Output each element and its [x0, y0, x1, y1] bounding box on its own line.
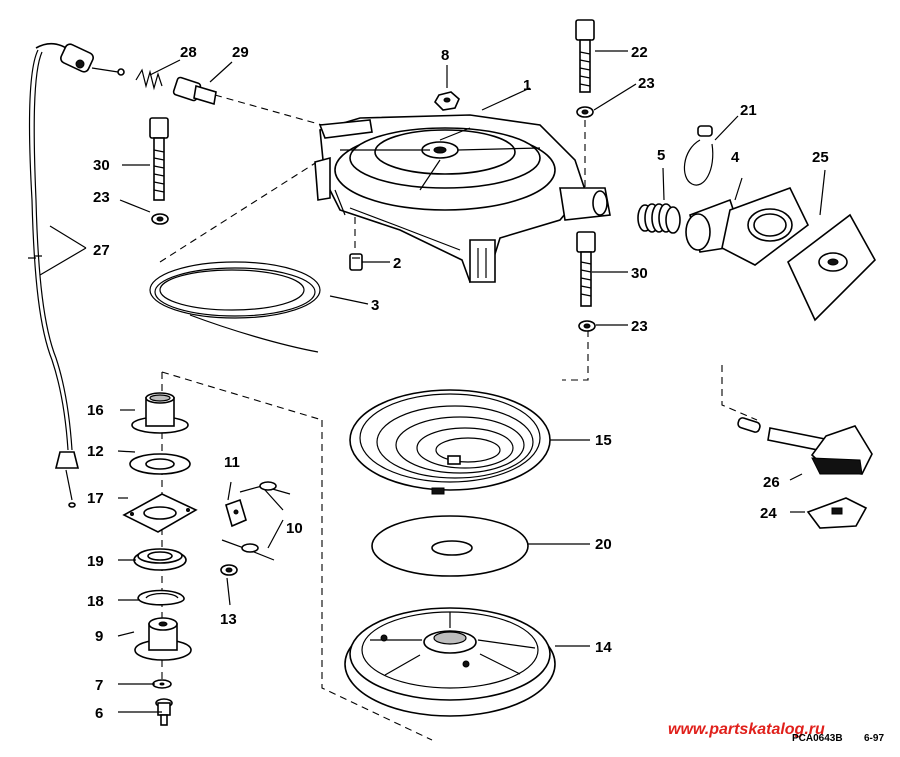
leader-lines	[39, 50, 826, 713]
washer-part-23-top	[576, 106, 594, 118]
label-part-30-left: 30	[93, 157, 110, 174]
label-part-17: 17	[87, 490, 104, 507]
label-part-2: 2	[393, 255, 401, 272]
label-part-5: 5	[657, 147, 665, 164]
label-part-9: 9	[95, 628, 103, 645]
label-part-21: 21	[740, 102, 757, 119]
drawing-code: PCA0643B	[792, 733, 843, 744]
label-part-8: 8	[441, 47, 449, 64]
starter-housing-part-1	[314, 114, 611, 284]
bolt-part-30-right	[576, 231, 596, 307]
label-part-27: 27	[93, 242, 110, 259]
watermark-text: www.partskatalog.ru	[668, 721, 825, 738]
label-part-15: 15	[595, 432, 612, 449]
date-code: 6-97	[864, 733, 884, 744]
label-part-16: 16	[87, 402, 104, 419]
label-part-22: 22	[631, 44, 648, 61]
link-part-10	[221, 481, 291, 561]
handle-grip-part-26	[737, 417, 873, 475]
clip-part-21	[683, 125, 714, 186]
insert-part-24	[806, 497, 868, 529]
bushing-part-16	[131, 392, 189, 434]
pin-part-2	[349, 253, 363, 271]
bolt-part-30-left	[149, 117, 169, 201]
cable-part-27	[28, 42, 125, 508]
label-part-25: 25	[812, 149, 829, 166]
washer-part-23-right	[578, 320, 596, 332]
label-part-7: 7	[95, 677, 103, 694]
label-part-1: 1	[523, 77, 531, 94]
label-part-10: 10	[286, 520, 303, 537]
label-part-19: 19	[87, 553, 104, 570]
plate-part-20	[371, 515, 529, 577]
plunger-part-29	[172, 76, 217, 106]
spring-part-28	[135, 68, 163, 91]
label-part-30-right: 30	[631, 265, 648, 282]
part-labels: 1 2 3 4 5 6 7 8 9 10 11 12 13 14 15 16 1…	[87, 44, 829, 722]
washer-part-12	[129, 453, 191, 475]
washer-part-7	[152, 679, 172, 689]
label-part-23-left: 23	[93, 189, 110, 206]
washer-part-23-left	[151, 213, 169, 225]
label-part-26: 26	[763, 474, 780, 491]
label-part-23-top: 23	[638, 75, 655, 92]
label-part-3: 3	[371, 297, 379, 314]
screw-part-6	[155, 698, 173, 726]
handle-part-4	[685, 187, 810, 266]
spring-part-5	[637, 203, 681, 234]
pawl-part-11	[225, 498, 247, 528]
spring-part-18	[137, 589, 185, 606]
label-part-6: 6	[95, 705, 103, 722]
rope-part-3	[149, 261, 321, 353]
bolt-part-22	[575, 19, 595, 93]
rewind-spring-part-15	[349, 389, 551, 495]
label-part-29: 29	[232, 44, 249, 61]
label-part-28: 28	[180, 44, 197, 61]
cover-part-25	[787, 213, 876, 322]
seal-part-19	[133, 548, 187, 571]
plate-part-17	[122, 493, 198, 533]
label-part-20: 20	[595, 536, 612, 553]
label-part-12: 12	[87, 443, 104, 460]
label-part-13: 13	[220, 611, 237, 628]
label-part-11: 11	[224, 454, 240, 471]
label-part-4: 4	[731, 149, 740, 166]
label-part-14: 14	[595, 639, 612, 656]
pawl-hub-part-9	[134, 617, 192, 661]
label-part-18: 18	[87, 593, 104, 610]
label-part-23-right: 23	[631, 318, 648, 335]
nut-part-8	[434, 91, 460, 111]
nut-part-13	[220, 564, 238, 576]
pulley-part-14	[344, 607, 556, 717]
label-part-24: 24	[760, 505, 777, 522]
